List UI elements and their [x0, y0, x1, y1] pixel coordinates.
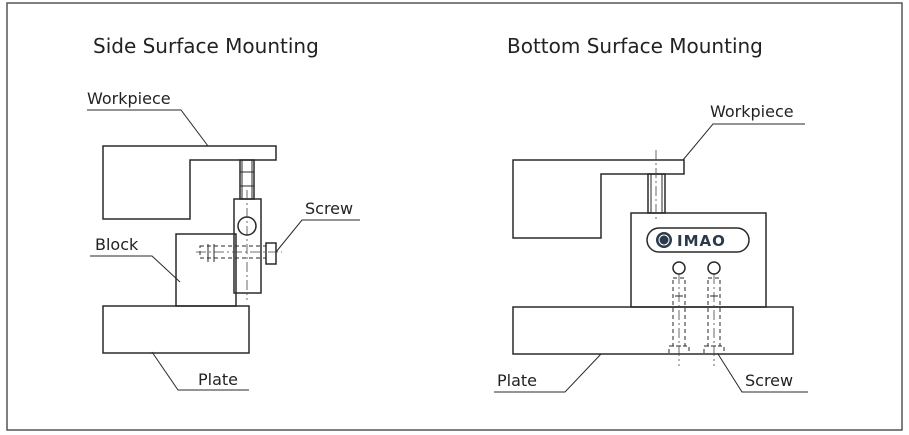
bottom-workpiece-label: Workpiece [710, 102, 794, 121]
side-mounting-figure: Side Surface Mounting Workpiece Screw Bl… [87, 34, 360, 391]
bottom-workpiece-leader [682, 123, 805, 161]
side-block-label: Block [95, 235, 139, 254]
bottom-screw-right [703, 274, 725, 366]
bottom-plate-leader [494, 353, 602, 393]
bottom-plate-label: Plate [497, 371, 537, 390]
bottom-hole-right [707, 261, 721, 275]
bottom-sensor-body [630, 212, 767, 308]
bottom-mounting-figure: Bottom Surface Mounting IMAO [494, 34, 808, 393]
side-workpiece [102, 145, 277, 220]
bottom-workpiece [512, 159, 685, 239]
bottom-hole-left [672, 261, 686, 275]
bottom-mounting-title: Bottom Surface Mounting [507, 34, 763, 58]
bottom-screw-label: Screw [745, 371, 793, 390]
side-screw-leader [275, 219, 360, 253]
imao-logo-text: IMAO [677, 232, 726, 250]
side-plate-label: Plate [198, 370, 238, 389]
bottom-plate [512, 306, 794, 355]
side-plate [102, 305, 250, 354]
bottom-screw-leader [717, 353, 808, 393]
side-mounting-title: Side Surface Mounting [93, 34, 319, 58]
side-workpiece-leader [87, 109, 209, 147]
side-workpiece-label: Workpiece [87, 89, 171, 108]
imao-globe-logo-icon [656, 232, 672, 248]
imao-logo: IMAO [646, 227, 750, 253]
side-block-leader [90, 255, 181, 283]
side-block [175, 233, 237, 307]
bottom-plunger [647, 173, 666, 214]
side-screw-label: Screw [305, 199, 353, 218]
bottom-screw-left [668, 274, 690, 366]
frame-border [6, 2, 903, 431]
side-screw-head [265, 242, 277, 265]
side-plate-leader [151, 351, 249, 391]
